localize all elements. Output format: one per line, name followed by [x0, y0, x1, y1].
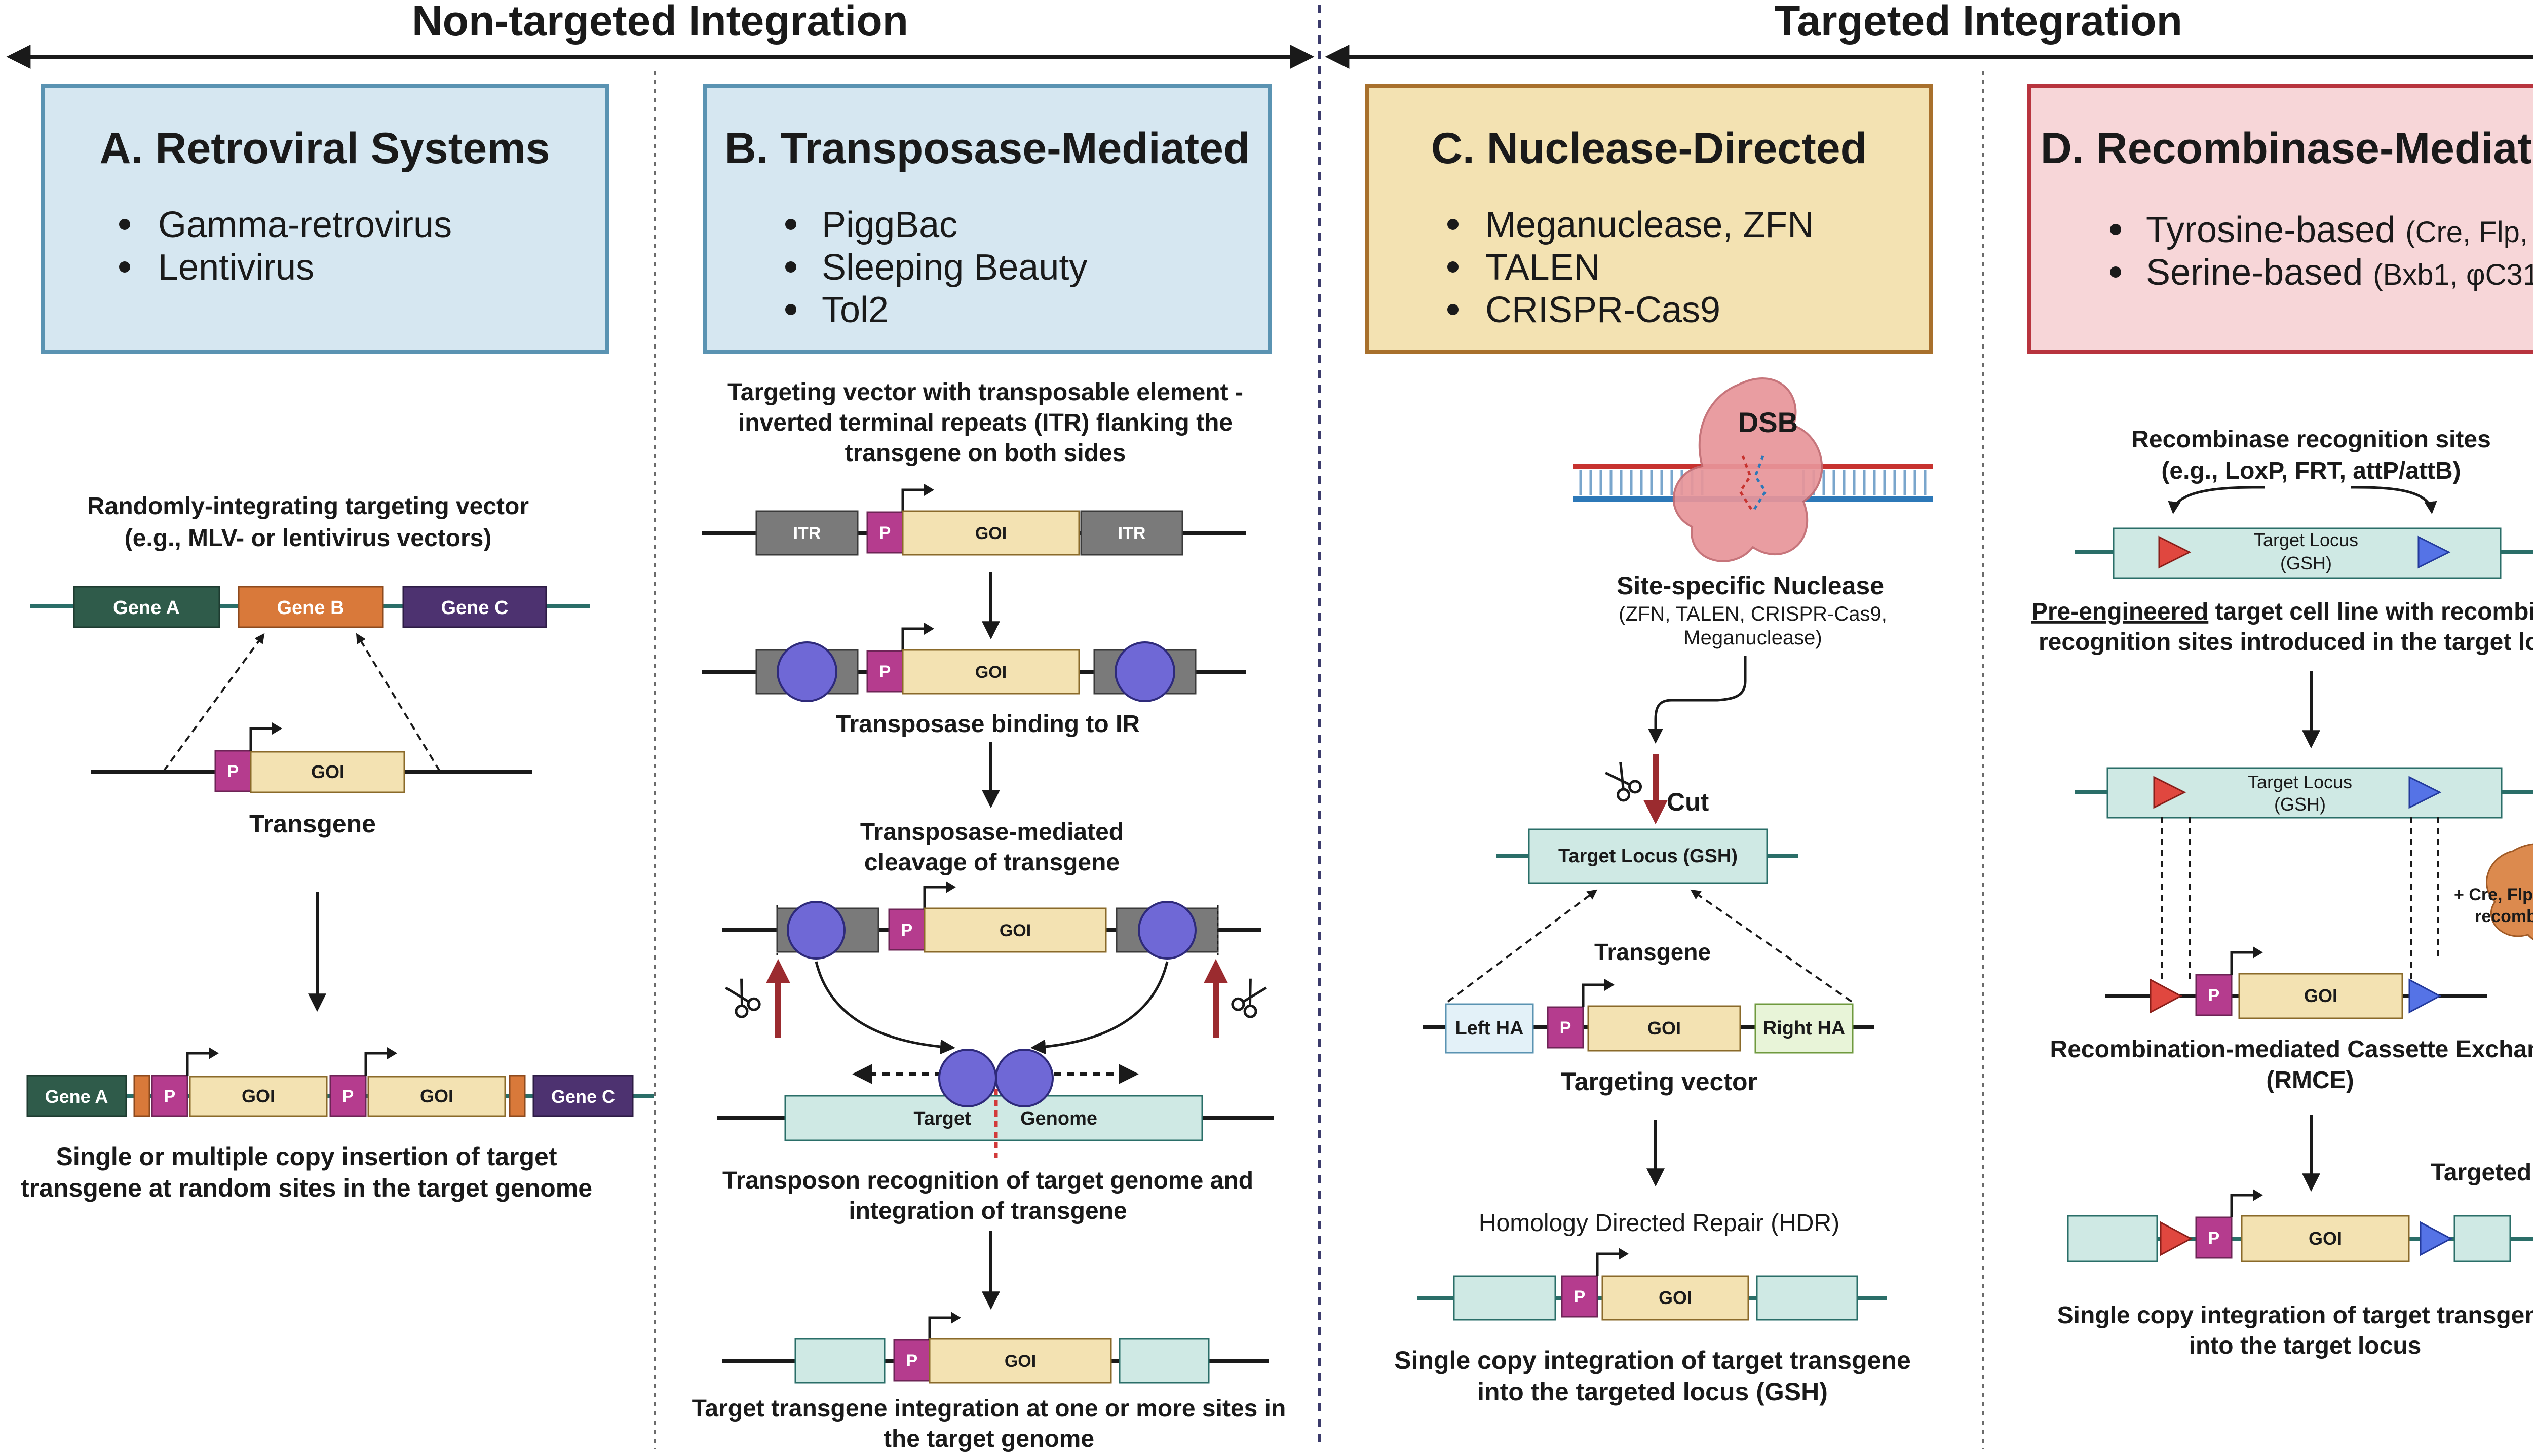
- b-result-caption-2: the target genome: [884, 1426, 1094, 1452]
- c-vector-goi: GOI: [1647, 1018, 1681, 1039]
- c-transgene-label: Transgene: [1594, 939, 1711, 965]
- b-vector-goi: GOI: [975, 524, 1007, 543]
- panel-b-title: B. Transposase-Mediated: [724, 124, 1250, 173]
- d-recombinase-line-1: + Cre, Flp or Bxb1: [2454, 885, 2533, 904]
- b-binding-goi: GOI: [975, 663, 1007, 682]
- b-target-label: Target: [913, 1108, 971, 1129]
- panel-b-item-2: Sleeping Beauty: [822, 247, 1087, 288]
- header-targeted: Targeted Integration: [1325, 0, 2533, 69]
- c-nuclease-sub-2: Meganuclease): [1683, 627, 1822, 649]
- d-rmce-caption-2: (RMCE): [2266, 1067, 2354, 1094]
- d-rmce-caption-1: Recombination-mediated Cassette Exchange: [2050, 1036, 2533, 1063]
- a-result-gene-a: Gene A: [45, 1086, 108, 1107]
- c-targeting-vector: Targeting vector: [1561, 1067, 1757, 1096]
- panel-d-item-2: Serine-based (Bxb1, φC31): [2146, 252, 2533, 293]
- b-cleavage-caption-1: Transposase-mediated: [860, 819, 1124, 846]
- d-sites-caption-2: (e.g., LoxP, FRT, attP/attB): [2161, 457, 2461, 484]
- a-result-goi-1: GOI: [242, 1086, 275, 1106]
- a-gene-b-label: Gene B: [277, 597, 344, 619]
- d-engineered-line-2: recognition sites introduced in the targ…: [2039, 629, 2533, 656]
- column-d: Recombinase recognition sites (e.g., Lox…: [2031, 426, 2533, 1359]
- b-cleavage-goi: GOI: [1000, 921, 1031, 940]
- a-gene-c: [402, 586, 547, 628]
- a-result-gene-c: Gene C: [551, 1086, 615, 1107]
- b-cleavage-caption-2: cleavage of transgene: [864, 849, 1120, 876]
- c-result-goi: GOI: [1659, 1287, 1692, 1308]
- c-dsb-label: DSB: [1738, 406, 1798, 438]
- header-right: Targeted Integration: [1774, 0, 2182, 45]
- column-c: DSB Site-specific Nuclease (ZFN, TALEN, …: [1394, 377, 1933, 1406]
- d-locus-2-line-1: Target Locus: [2248, 772, 2352, 792]
- d-result-caption-1: Single copy integration of target transg…: [2057, 1302, 2533, 1329]
- a-result-caption-2: transgene at random sites in the target …: [21, 1174, 592, 1202]
- panel-a-item-1: Gamma-retrovirus: [158, 205, 452, 245]
- panel-b: B. Transposase-Mediated PiggBac Sleeping…: [703, 84, 1272, 354]
- panel-c-item-3: CRISPR-Cas9: [1485, 290, 1720, 330]
- a-result-caption-1: Single or multiple copy insertion of tar…: [56, 1142, 557, 1171]
- a-gene-c-label: Gene C: [441, 597, 508, 619]
- a-transgene-goi: GOI: [311, 761, 344, 782]
- d-sites-caption-1: Recombinase recognition sites: [2131, 426, 2491, 453]
- b-vector-caption-2: inverted terminal repeats (ITR) flanking…: [738, 409, 1233, 436]
- header-non-targeted: Non-targeted Integration: [6, 0, 1315, 69]
- c-target-locus: Target Locus (GSH): [1558, 846, 1738, 867]
- c-left-ha: Left HA: [1455, 1018, 1523, 1039]
- a-vector-caption-1: Randomly-integrating targeting vector: [87, 493, 529, 520]
- a-result-goi-2: GOI: [420, 1086, 453, 1106]
- b-genome-label: Genome: [1020, 1108, 1097, 1129]
- header-left: Non-targeted Integration: [412, 0, 908, 45]
- panel-c-item-2: TALEN: [1485, 247, 1600, 288]
- panel-b-item-1: PiggBac: [822, 205, 957, 245]
- b-itr-left: ITR: [793, 524, 821, 543]
- column-b: Targeting vector with transposable eleme…: [692, 379, 1286, 1452]
- c-result-caption-1: Single copy integration of target transg…: [1394, 1346, 1911, 1374]
- a-gene-b: [238, 586, 384, 628]
- b-binding-caption: Transposase binding to IR: [836, 711, 1140, 738]
- a-gene-a: [73, 586, 220, 628]
- d-locus-1-line-2: (GSH): [2280, 553, 2332, 573]
- panel-a-title: A. Retroviral Systems: [99, 124, 550, 173]
- b-itr-right: ITR: [1118, 524, 1146, 543]
- a-gene-a-label: Gene A: [113, 597, 180, 619]
- b-vector-caption-1: Targeting vector with transposable eleme…: [727, 379, 1243, 406]
- d-locus-1-line-1: Target Locus: [2254, 529, 2358, 550]
- panel-d-title: D. Recombinase-Mediated: [2041, 124, 2533, 173]
- c-nuclease-title: Site-specific Nuclease: [1617, 571, 1884, 600]
- column-a: Randomly-integrating targeting vector (e…: [21, 493, 654, 1202]
- d-targeted-locus-label: Targeted Locus: [2431, 1159, 2533, 1186]
- b-recognition-caption-1: Transposon recognition of target genome …: [722, 1167, 1253, 1194]
- d-locus-2-line-2: (GSH): [2274, 794, 2326, 815]
- panel-d: D. Recombinase-Mediated Tyrosine-based (…: [2027, 84, 2533, 354]
- c-right-ha: Right HA: [1763, 1018, 1846, 1039]
- c-hdr-label: Homology Directed Repair (HDR): [1479, 1210, 1839, 1237]
- panel-b-item-3: Tol2: [822, 290, 889, 330]
- d-recombinase-line-2: recombinase: [2475, 907, 2533, 926]
- b-vector-caption-3: transgene on both sides: [845, 440, 1126, 467]
- panel-a-item-2: Lentivirus: [158, 247, 314, 288]
- d-result-caption-2: into the target locus: [2189, 1332, 2422, 1359]
- panel-c-title: C. Nuclease-Directed: [1431, 124, 1867, 173]
- d-result-goi: GOI: [2309, 1228, 2342, 1249]
- a-transgene-label: Transgene: [249, 810, 376, 838]
- c-nuclease-sub-1: (ZFN, TALEN, CRISPR-Cas9,: [1619, 603, 1887, 625]
- panel-d-item-1: Tyrosine-based (Cre, Flp, λ): [2146, 210, 2533, 250]
- b-result-caption-1: Target transgene integration at one or m…: [692, 1395, 1286, 1422]
- d-cassette-goi: GOI: [2304, 985, 2337, 1006]
- a-vector-caption-2: (e.g., MLV- or lentivirus vectors): [125, 525, 492, 552]
- c-cut-label: Cut: [1667, 788, 1709, 816]
- c-result-caption-2: into the targeted locus (GSH): [1477, 1377, 1828, 1406]
- b-result-goi: GOI: [1005, 1352, 1036, 1371]
- d-engineered-line-1: Pre-engineered target cell line with rec…: [2031, 598, 2533, 625]
- b-recognition-caption-2: integration of transgene: [849, 1198, 1127, 1224]
- panel-c: C. Nuclease-Directed Meganuclease, ZFN T…: [1365, 84, 1933, 354]
- panel-a: A. Retroviral Systems Gamma-retrovirus L…: [41, 84, 609, 354]
- panel-c-item-1: Meganuclease, ZFN: [1485, 205, 1814, 245]
